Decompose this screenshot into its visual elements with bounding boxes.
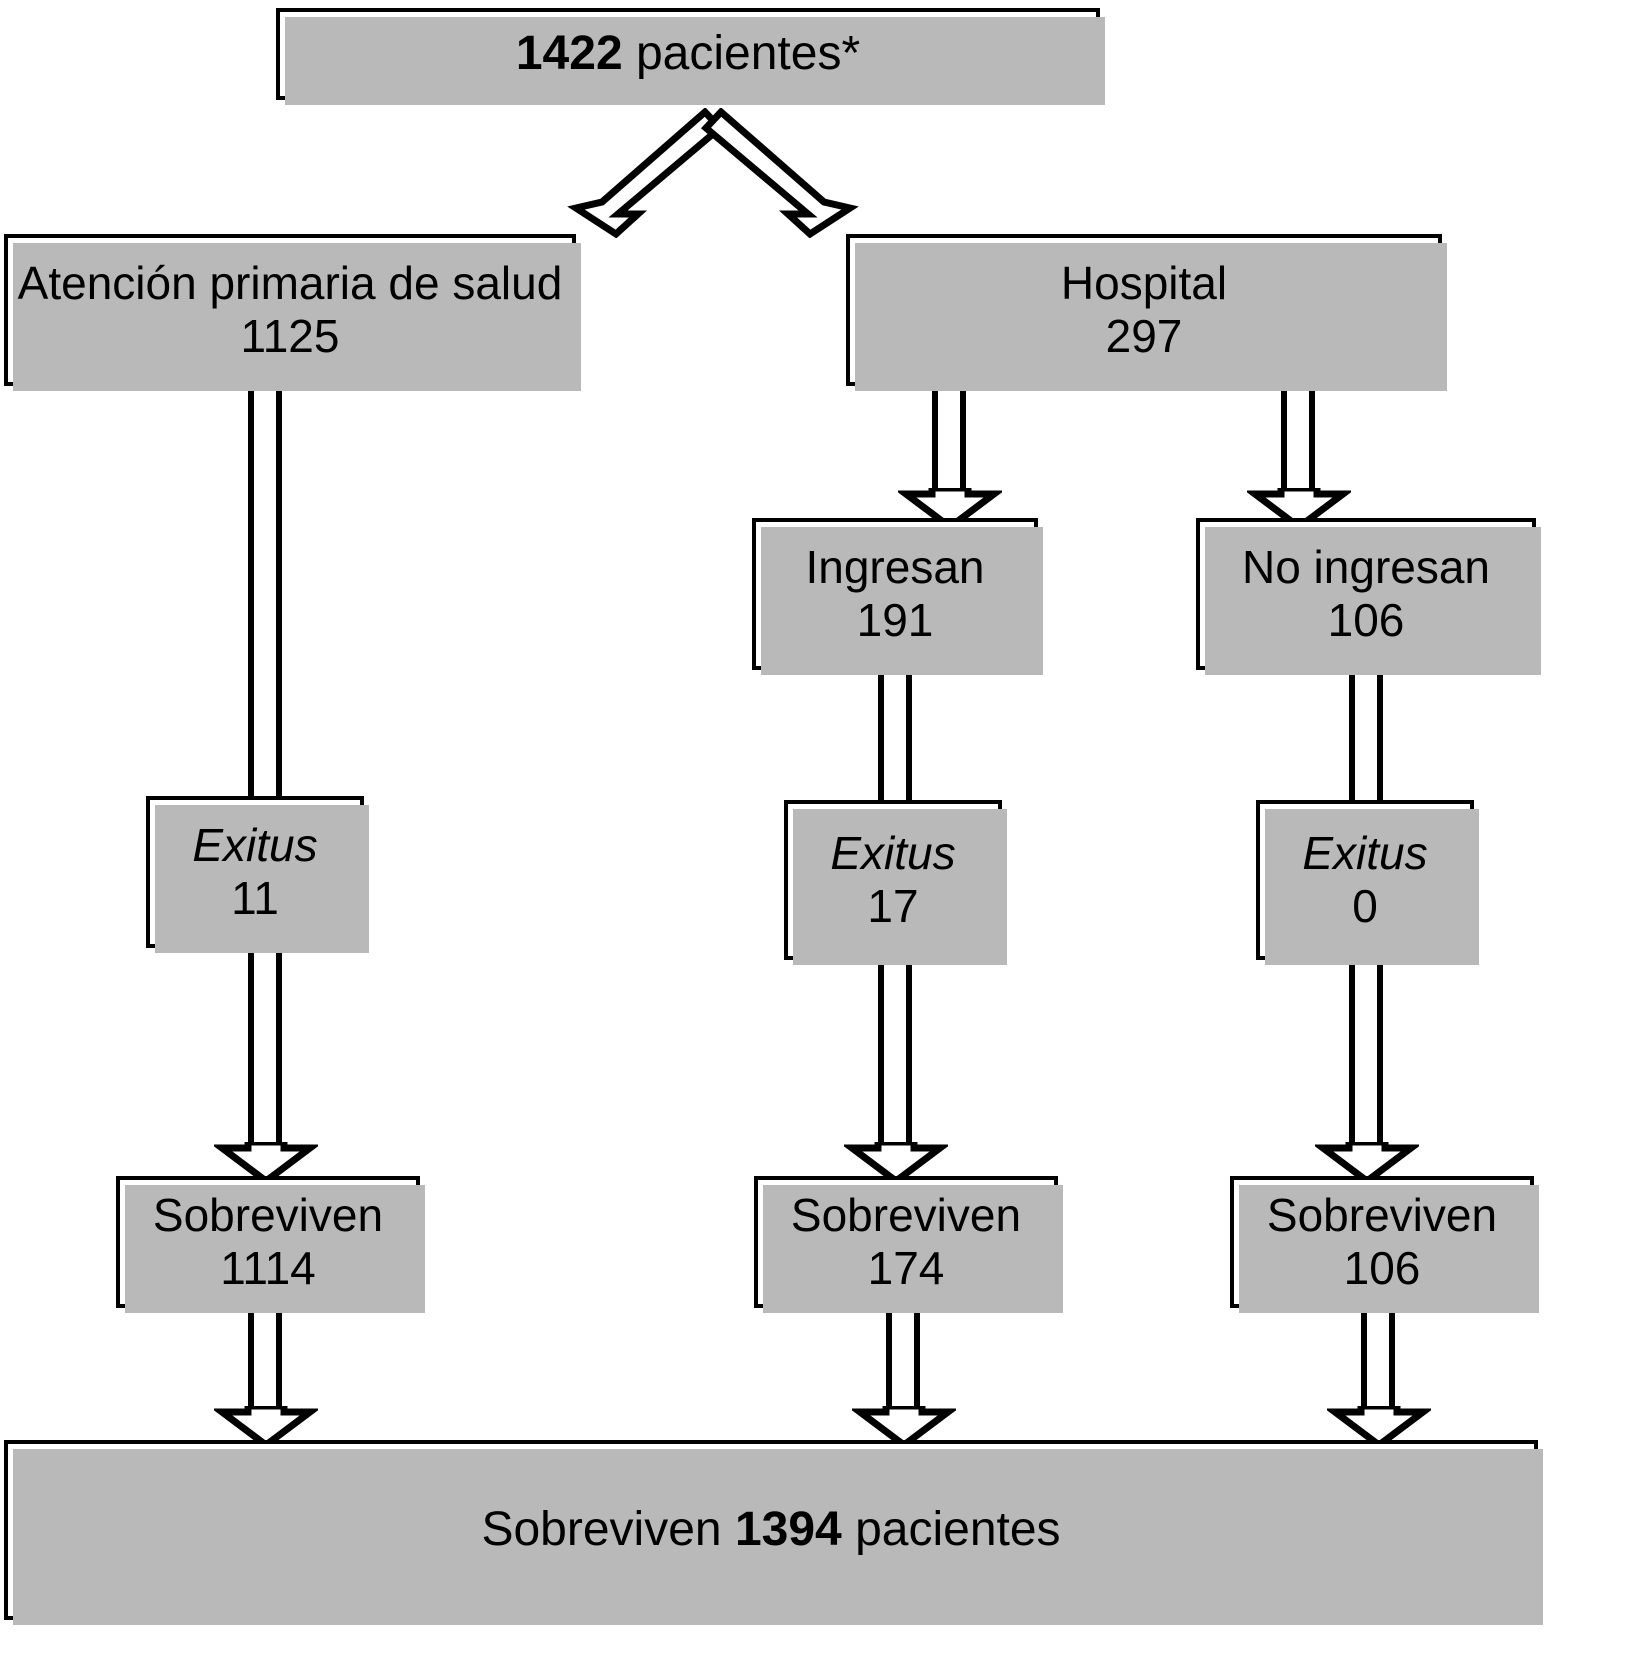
exitus-no-ingresan-value: 0 [1352, 880, 1378, 932]
node-sobreviven-no-ingresan: Sobreviven 106 [1230, 1176, 1539, 1313]
atencion-primaria-value: 1125 [240, 310, 340, 362]
node-total-survivors: Sobreviven 1394 pacientes [4, 1440, 1543, 1625]
box-shadow [1239, 1185, 1539, 1313]
sobreviven-ingresan-label: Sobreviven [790, 1188, 1022, 1241]
no-ingresan-value: 106 [1327, 594, 1405, 646]
connector-no-ingresan-to-exitus3-shaft [1349, 672, 1383, 802]
branch-arrow-left [567, 108, 726, 238]
box-shadow [1205, 527, 1541, 675]
connector-hospital-to-ingresan-shaft [932, 388, 966, 496]
no-ingresan-label: No ingresan [1241, 540, 1491, 593]
box-shadow [155, 805, 369, 953]
sobreviven-primaria-value: 1114 [220, 1242, 316, 1294]
box-shadow [793, 809, 1007, 965]
total-survivors-suffix: pacientes [855, 1503, 1061, 1557]
ingresan-label: Ingresan [805, 540, 985, 593]
branch-arrow-right [700, 108, 859, 238]
connector-hospital-to-no-ingresan-arrowhead [1247, 488, 1351, 530]
box-shadow [1265, 809, 1479, 965]
connector-sobreviven3-to-total-arrowhead [1327, 1406, 1431, 1448]
box-shadow [13, 1449, 1543, 1625]
node-sobreviven-ingresan: Sobreviven 174 [754, 1176, 1063, 1313]
connector-primaria-to-exitus1-shaft [248, 388, 282, 798]
total-survivors-number: 1394 [734, 1503, 842, 1557]
exitus-primaria-label: Exitus [192, 818, 318, 871]
node-ingresan: Ingresan 191 [752, 518, 1043, 675]
box-shadow [285, 17, 1105, 105]
total-survivors-prefix: Sobreviven [481, 1503, 722, 1557]
exitus-no-ingresan-label: Exitus [1302, 826, 1428, 879]
connector-sobreviven2-to-total-arrowhead [852, 1406, 956, 1448]
box-shadow [855, 243, 1447, 391]
ingresan-value: 191 [856, 594, 934, 646]
total-patients-label: pacientes* [635, 27, 861, 81]
node-sobreviven-primaria: Sobreviven 1114 [116, 1176, 425, 1313]
exitus-ingresan-label: Exitus [830, 826, 956, 879]
connector-sobreviven1-to-total-shaft [248, 1310, 282, 1414]
connector-ingresan-to-exitus2-shaft [878, 672, 912, 802]
box-shadow [763, 1185, 1063, 1313]
box-shadow [761, 527, 1043, 675]
box-shadow [125, 1185, 425, 1313]
node-hospital: Hospital 297 [846, 234, 1447, 391]
node-total-patients: 1422 pacientes* [276, 8, 1105, 105]
connector-sobreviven1-to-total-arrowhead [214, 1406, 318, 1448]
atencion-primaria-label: Atención primaria de salud [17, 256, 563, 309]
exitus-ingresan-value: 17 [867, 880, 919, 932]
sobreviven-no-ingresan-label: Sobreviven [1266, 1188, 1498, 1241]
connector-exitus1-to-sobreviven1-shaft [248, 950, 282, 1150]
sobreviven-no-ingresan-value: 106 [1343, 1242, 1421, 1294]
node-exitus-no-ingresan: Exitus 0 [1256, 800, 1479, 965]
connector-exitus2-to-sobreviven2-shaft [878, 962, 912, 1150]
hospital-value: 297 [1105, 310, 1183, 362]
connector-exitus3-to-sobreviven3-arrowhead [1315, 1142, 1419, 1184]
connector-hospital-to-no-ingresan-shaft [1281, 388, 1315, 496]
connector-sobreviven2-to-total-shaft [886, 1310, 920, 1414]
sobreviven-ingresan-value: 174 [867, 1242, 945, 1294]
connector-hospital-to-ingresan-arrowhead [898, 488, 1002, 530]
node-exitus-ingresan: Exitus 17 [784, 800, 1007, 965]
sobreviven-primaria-label: Sobreviven [152, 1188, 384, 1241]
connector-exitus2-to-sobreviven2-arrowhead [844, 1142, 948, 1184]
node-no-ingresan: No ingresan 106 [1196, 518, 1541, 675]
box-shadow [13, 243, 581, 391]
total-patients-number: 1422 [515, 27, 623, 81]
node-exitus-primaria: Exitus 11 [146, 796, 369, 953]
connector-sobreviven3-to-total-shaft [1361, 1310, 1395, 1414]
hospital-label: Hospital [1060, 256, 1228, 309]
node-atencion-primaria: Atención primaria de salud 1125 [4, 234, 581, 391]
connector-exitus3-to-sobreviven3-shaft [1349, 962, 1383, 1150]
exitus-primaria-value: 11 [231, 872, 279, 924]
connector-exitus1-to-sobreviven1-arrowhead [214, 1142, 318, 1184]
